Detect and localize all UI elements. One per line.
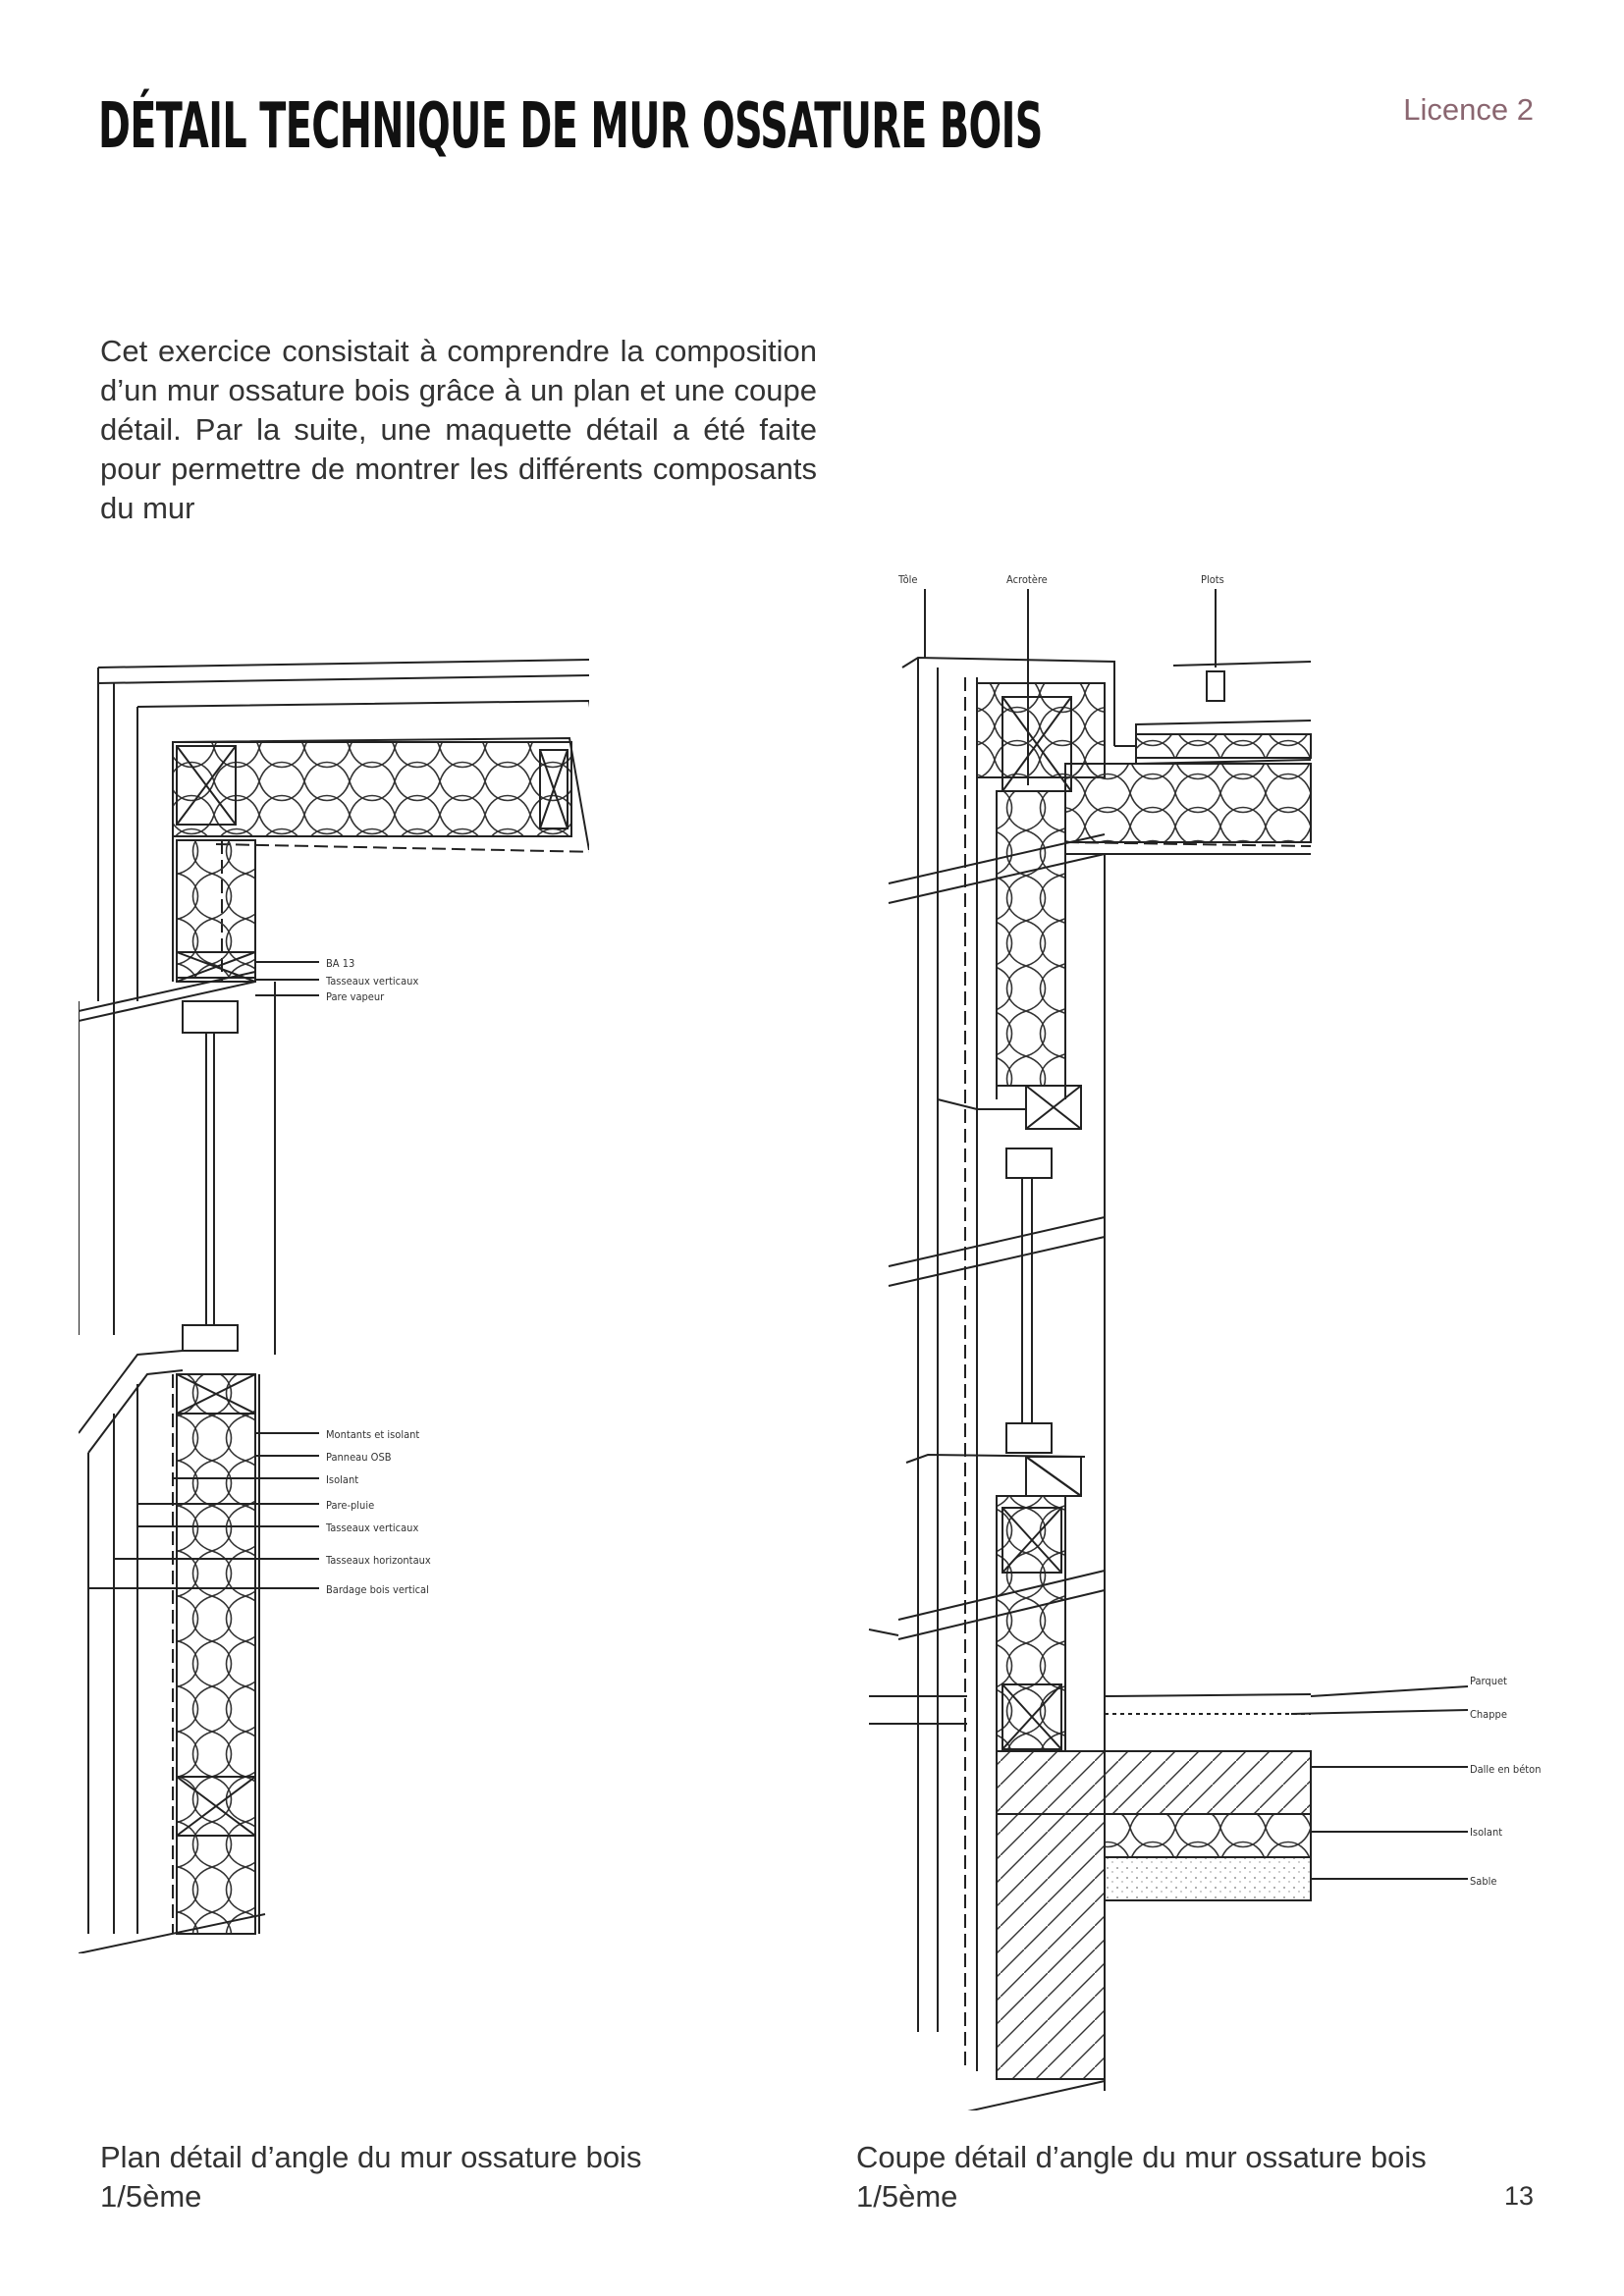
section-label: Tôle — [897, 573, 918, 586]
plan-label: Isolant — [326, 1473, 358, 1486]
plan-label: Montants et isolant — [326, 1428, 419, 1441]
section-caption: Coupe détail d’angle du mur ossature boi… — [856, 2138, 1427, 2216]
page-number: 13 — [1503, 2181, 1534, 2211]
section-detail-drawing: Tôle Acrotère Plots Parquet Chappe Dalle… — [868, 573, 1542, 2110]
plan-label: Pare-pluie — [326, 1499, 374, 1512]
section-label: Parquet — [1470, 1675, 1507, 1687]
plan-caption: Plan détail d’angle du mur ossature bois… — [100, 2138, 641, 2216]
plan-label: Panneau OSB — [326, 1451, 392, 1464]
section-caption-title: Coupe détail d’angle du mur ossature boi… — [856, 2140, 1427, 2174]
section-label: Plots — [1201, 573, 1224, 586]
plan-label: BA 13 — [326, 957, 354, 970]
plan-label: Tasseaux verticaux — [325, 1522, 418, 1534]
section-label: Dalle en béton — [1470, 1763, 1542, 1776]
plan-caption-scale: 1/5ème — [100, 2179, 202, 2214]
page-title: DÉTAIL TECHNIQUE DE MUR OSSATURE BOIS — [98, 90, 1043, 163]
course-level: Licence 2 — [1403, 92, 1534, 127]
section-label: Chappe — [1470, 1708, 1507, 1721]
plan-label: Tasseaux horizontaux — [325, 1554, 431, 1567]
plan-label: Pare vapeur — [326, 990, 385, 1003]
plan-label: Bardage bois vertical — [326, 1583, 429, 1596]
section-label: Sable — [1470, 1875, 1496, 1888]
section-caption-scale: 1/5ème — [856, 2179, 958, 2214]
intro-paragraph: Cet exercice consistait à comprendre la … — [100, 334, 817, 525]
section-label: Isolant — [1470, 1826, 1502, 1839]
plan-detail-drawing: BA 13 Tasseaux verticaux Pare vapeur Mon… — [79, 659, 589, 1953]
section-label: Acrotère — [1006, 573, 1048, 586]
plan-caption-title: Plan détail d’angle du mur ossature bois — [100, 2140, 642, 2174]
plan-label: Tasseaux verticaux — [325, 975, 418, 988]
